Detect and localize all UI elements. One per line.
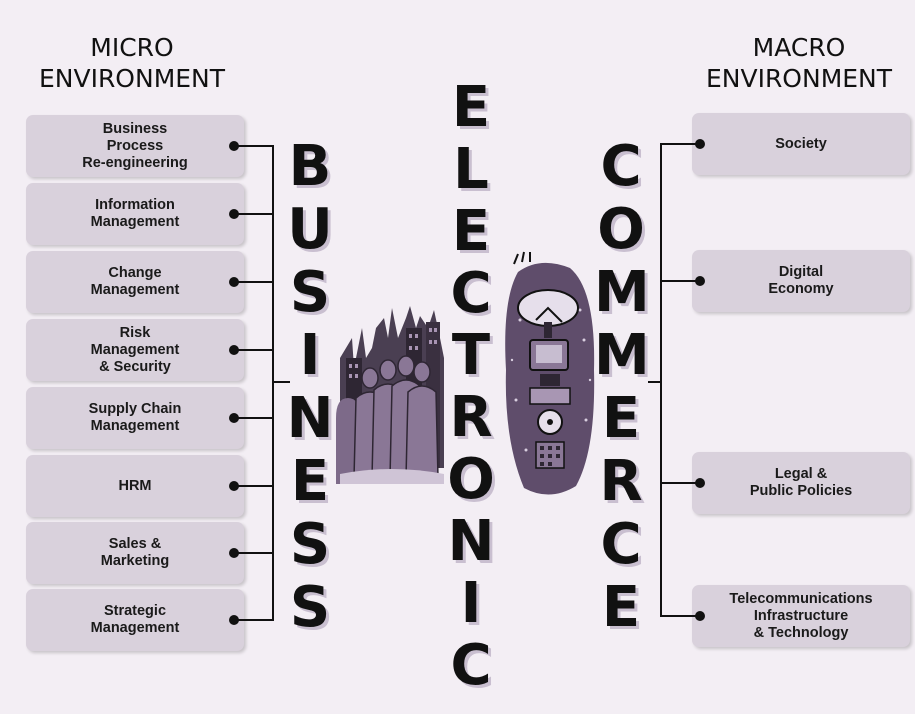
micro-item-strategic-management: Strategic Management — [26, 589, 244, 651]
connector-dot — [695, 139, 705, 149]
micro-item-business-process-reengineering: Business Process Re-engineering — [26, 115, 244, 177]
micro-item-hrm: HRM — [26, 455, 244, 517]
macro-heading-line-2: ENVIRONMENT — [705, 64, 893, 93]
connector-dot — [229, 345, 239, 355]
electronic-letter: C — [450, 633, 492, 698]
electronic-letter: N — [447, 509, 495, 574]
macro-bracket-stub — [648, 381, 662, 383]
commerce-letter: E — [601, 575, 641, 640]
business-letter: S — [289, 512, 331, 577]
micro-heading-line-1: MICRO — [90, 33, 174, 62]
commerce-letter: M — [594, 260, 650, 325]
macro-item-digital-economy: Digital Economy — [692, 250, 910, 312]
macro-item-society: Society — [692, 113, 910, 175]
connector-dot — [229, 481, 239, 491]
business-people-city-icon — [336, 306, 444, 484]
connector-dot — [229, 209, 239, 219]
connector-dot — [229, 141, 239, 151]
micro-bracket-stub — [272, 381, 290, 383]
connector-dot — [695, 611, 705, 621]
commerce-letter: O — [597, 197, 645, 262]
macro-heading-line-1: MACRO — [752, 33, 846, 62]
connector-line — [662, 143, 700, 145]
connector-line — [236, 145, 272, 147]
micro-item-change-management: Change Management — [26, 251, 244, 313]
micro-item-sales-marketing: Sales & Marketing — [26, 522, 244, 584]
commerce-letter: C — [600, 512, 642, 577]
connector-dot — [695, 478, 705, 488]
business-letter: I — [299, 323, 321, 388]
macro-bracket-vertical — [660, 143, 662, 617]
business-letter: B — [288, 134, 332, 199]
micro-environment-heading: MICRO ENVIRONMENT — [14, 32, 250, 94]
connector-line — [662, 482, 700, 484]
micro-item-supply-chain-management: Supply Chain Management — [26, 387, 244, 449]
electronic-letter: L — [453, 137, 489, 202]
electronic-letter: I — [460, 571, 482, 636]
connector-line — [236, 349, 272, 351]
connector-line — [236, 485, 272, 487]
micro-item-information-management: Information Management — [26, 183, 244, 245]
connector-line — [236, 552, 272, 554]
connector-dot — [695, 276, 705, 286]
commerce-letter: E — [601, 386, 641, 451]
commerce-letter: R — [599, 449, 643, 514]
electronic-letter: T — [451, 323, 491, 388]
business-letter: S — [289, 260, 331, 325]
business-letter: E — [290, 449, 330, 514]
business-letter: N — [286, 386, 334, 451]
macro-item-legal-public-policies: Legal & Public Policies — [692, 452, 910, 514]
connector-dot — [229, 615, 239, 625]
micro-heading-line-2: ENVIRONMENT — [38, 64, 226, 93]
commerce-letter: C — [600, 134, 642, 199]
connector-dot — [229, 548, 239, 558]
business-letter: U — [287, 197, 333, 262]
connector-line — [236, 417, 272, 419]
connector-line — [236, 213, 272, 215]
connector-line — [236, 619, 272, 621]
commerce-letter: M — [594, 323, 650, 388]
electronic-letter: R — [449, 385, 493, 450]
satellite-computer-icon — [505, 251, 595, 495]
connector-dot — [229, 277, 239, 287]
connector-dot — [229, 413, 239, 423]
connector-line — [662, 615, 700, 617]
macro-item-telecommunications: Telecommunications Infrastructure & Tech… — [692, 585, 910, 647]
macro-environment-heading: MACRO ENVIRONMENT — [688, 32, 910, 94]
micro-item-risk-management-security: Risk Management & Security — [26, 319, 244, 381]
connector-line — [662, 280, 700, 282]
electronic-letter: E — [451, 75, 491, 140]
connector-line — [236, 281, 272, 283]
electronic-letter: C — [450, 261, 492, 326]
business-letter: S — [289, 575, 331, 640]
electronic-letter: O — [447, 447, 495, 512]
electronic-letter: E — [451, 199, 491, 264]
micro-bracket-vertical — [272, 145, 274, 621]
